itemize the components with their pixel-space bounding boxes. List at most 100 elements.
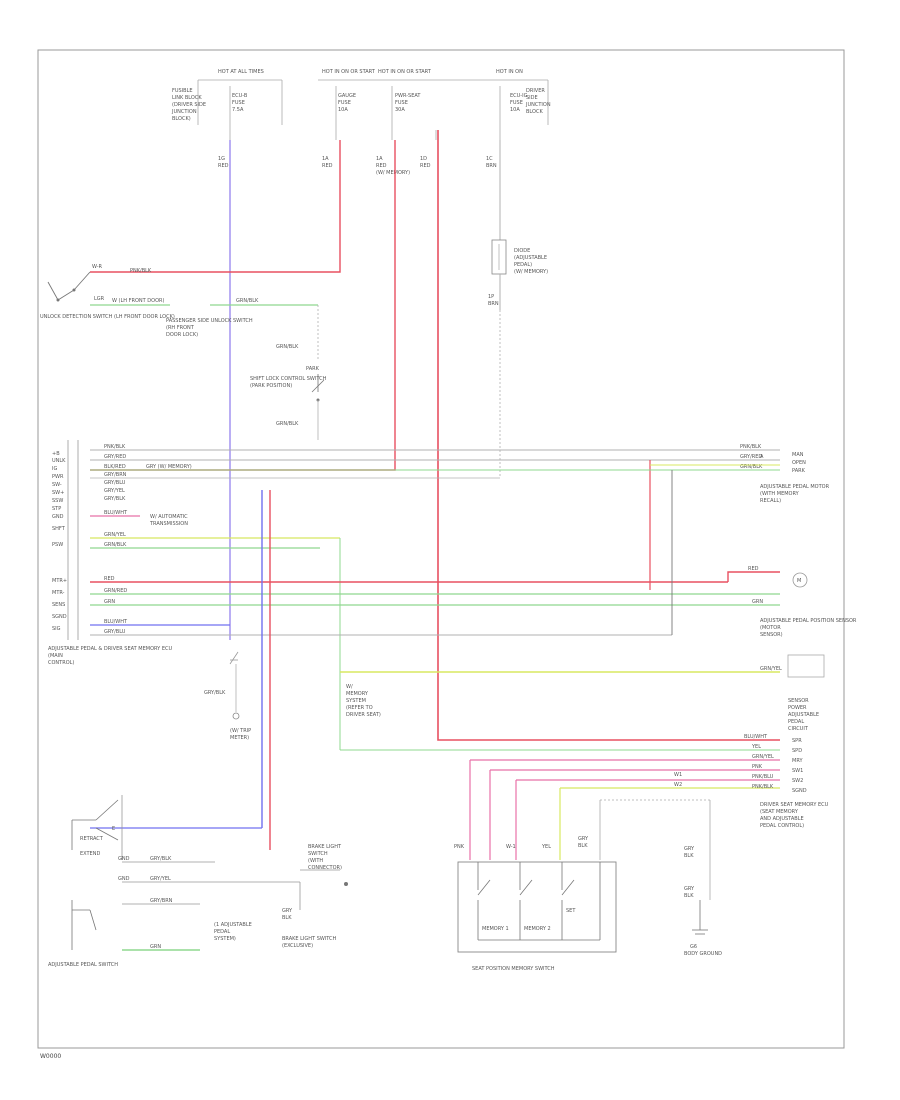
svg-text:SIDE: SIDE	[526, 95, 538, 101]
svg-text:GRY/BLU: GRY/BLU	[104, 629, 126, 635]
svg-text:7.5A: 7.5A	[232, 107, 244, 113]
svg-text:30A: 30A	[395, 107, 405, 113]
svg-text:PARK: PARK	[306, 366, 320, 372]
adjustable-pedal-ecu-label: ADJUSTABLE PEDAL & DRIVER SEAT MEMORY EC…	[48, 646, 172, 652]
feed-wires	[90, 130, 780, 741]
svg-text:RED: RED	[218, 163, 229, 169]
svg-text:(REFER TO: (REFER TO	[346, 705, 373, 711]
shift-indicator: GRY/BLK (W/ TRIP METER)	[204, 651, 251, 741]
svg-text:DRIVER: DRIVER	[526, 88, 545, 94]
svg-text:BLK: BLK	[578, 843, 588, 849]
svg-text:BRAKE LIGHT: BRAKE LIGHT	[308, 844, 342, 850]
svg-text:GRY: GRY	[578, 836, 589, 842]
svg-text:GRN/BLK: GRN/BLK	[104, 542, 127, 548]
svg-text:SYSTEM: SYSTEM	[346, 698, 366, 704]
passenger-side-unlock-switch-label: PASSENGER SIDE UNLOCK SWITCH	[166, 318, 253, 324]
svg-text:SIG: SIG	[52, 626, 61, 632]
svg-text:W/ AUTOMATIC: W/ AUTOMATIC	[150, 514, 188, 520]
unlock-detection-switch: W-R PNK/BLK UNLOCK DETECTION SWITCH (LH …	[40, 264, 175, 320]
svg-text:JUNCTION: JUNCTION	[171, 109, 197, 115]
svg-text:DOOR LOCK): DOOR LOCK)	[166, 332, 198, 338]
svg-text:PNK: PNK	[752, 764, 763, 770]
driver-seat-memory-ecu-label: DRIVER SEAT MEMORY ECU	[760, 802, 829, 808]
svg-text:BRN: BRN	[488, 301, 499, 307]
svg-text:MRY: MRY	[792, 758, 803, 764]
svg-text:RED: RED	[748, 566, 759, 572]
svg-text:1C: 1C	[486, 156, 493, 162]
svg-text:MTR+: MTR+	[52, 578, 67, 584]
svg-text:SPD: SPD	[792, 748, 802, 754]
svg-text:1G: 1G	[218, 156, 225, 162]
svg-text:MEMORY 2: MEMORY 2	[524, 926, 551, 932]
svg-text:BLU/WHT: BLU/WHT	[104, 619, 128, 625]
svg-text:LGR: LGR	[94, 296, 105, 302]
svg-text:BLK: BLK	[684, 853, 694, 859]
svg-text:MEMORY: MEMORY	[346, 691, 369, 697]
svg-text:1A: 1A	[322, 156, 329, 162]
svg-text:RED: RED	[376, 163, 387, 169]
fuse-header-4: HOT IN ON	[496, 69, 523, 75]
svg-text:PWR: PWR	[52, 474, 64, 480]
svg-text:ECU-IG: ECU-IG	[510, 93, 528, 99]
svg-text:SET: SET	[566, 908, 576, 914]
svg-text:GRN/BLK: GRN/BLK	[276, 344, 299, 350]
svg-text:PEDAL CONTROL): PEDAL CONTROL)	[760, 823, 804, 829]
svg-text:W2: W2	[674, 782, 682, 788]
memory-connector: GRN/YEL W/ MEMORY SYSTEM (REFER TO DRIVE…	[340, 666, 819, 732]
svg-text:CONNECTOR): CONNECTOR)	[308, 865, 342, 871]
svg-text:FUSE: FUSE	[395, 100, 408, 106]
svg-text:W-R: W-R	[92, 264, 103, 270]
svg-text:(PARK POSITION): (PARK POSITION)	[250, 383, 292, 389]
fuse-header-1: HOT AT ALL TIMES	[218, 69, 264, 75]
svg-text:BLK: BLK	[684, 893, 694, 899]
svg-text:BRN: BRN	[486, 163, 497, 169]
svg-text:GRY: GRY	[684, 886, 695, 892]
svg-text:(W/ MEMORY): (W/ MEMORY)	[514, 269, 548, 275]
svg-text:BLU/WHT: BLU/WHT	[104, 510, 128, 516]
svg-text:MTR-: MTR-	[52, 590, 65, 596]
svg-text:GRN: GRN	[752, 599, 763, 605]
svg-text:POWER: POWER	[788, 705, 807, 711]
svg-text:GRN: GRN	[150, 944, 161, 950]
svg-text:10A: 10A	[338, 107, 348, 113]
svg-text:SGND: SGND	[792, 788, 807, 794]
svg-text:GRY/BLK: GRY/BLK	[204, 690, 226, 696]
adjustable-pedal-position-sensor-label: ADJUSTABLE PEDAL POSITION SENSOR	[760, 618, 857, 624]
svg-text:GRY/RED: GRY/RED	[104, 454, 126, 460]
svg-text:GRN/YEL: GRN/YEL	[104, 532, 126, 538]
svg-text:W (LH FRONT DOOR): W (LH FRONT DOOR)	[112, 298, 164, 304]
svg-text:PEDAL): PEDAL)	[514, 262, 532, 268]
svg-text:GRY/BRN: GRY/BRN	[150, 898, 173, 904]
svg-text:METER): METER)	[230, 735, 249, 741]
svg-text:(SEAT MEMORY: (SEAT MEMORY	[760, 809, 799, 815]
svg-text:ECU-B: ECU-B	[232, 93, 248, 99]
svg-text:GAUGE: GAUGE	[338, 93, 356, 99]
svg-text:W-1: W-1	[506, 844, 516, 850]
svg-text:SENSOR): SENSOR)	[760, 632, 783, 638]
svg-text:SW2: SW2	[792, 778, 803, 784]
body-ground: GRY BLK GRY BLK G6 BODY GROUND	[684, 846, 722, 957]
svg-text:RED: RED	[104, 576, 115, 582]
svg-text:PNK/BLK: PNK/BLK	[130, 268, 152, 274]
body-ground-label: BODY GROUND	[684, 951, 722, 957]
svg-text:LINK BLOCK: LINK BLOCK	[172, 95, 202, 101]
svg-text:SSW: SSW	[52, 498, 63, 504]
driver-seat-memory-ecu: BLU/WHT YEL GRN/YEL PNK PNK/BLU PNK/BLK …	[469, 734, 829, 900]
svg-text:SW-: SW-	[52, 482, 62, 488]
svg-text:(MOTOR: (MOTOR	[760, 625, 781, 631]
svg-text:GND: GND	[118, 876, 130, 882]
svg-text:OPEN: OPEN	[792, 460, 806, 466]
svg-text:UNLK: UNLK	[52, 458, 66, 464]
svg-text:A: A	[760, 454, 764, 460]
svg-text:SENS: SENS	[52, 602, 65, 608]
svg-text:GRN/RED: GRN/RED	[104, 588, 127, 594]
svg-text:TRANSMISSION: TRANSMISSION	[149, 521, 188, 527]
svg-text:GRY/RED: GRY/RED	[740, 454, 762, 460]
ecu-wires: PNK/BLK PNK/BLK GRY/RED GRY/RED BLK/RED …	[90, 310, 857, 751]
svg-text:BLOCK: BLOCK	[526, 109, 543, 115]
svg-text:CONTROL): CONTROL)	[48, 660, 74, 666]
ecu-feed-colored	[90, 490, 271, 850]
svg-text:GRN/YEL: GRN/YEL	[752, 754, 774, 760]
seat-position-memory-switch: MEMORY 1 MEMORY 2 SET PNK W-1 YEL GRY BL…	[454, 836, 617, 972]
